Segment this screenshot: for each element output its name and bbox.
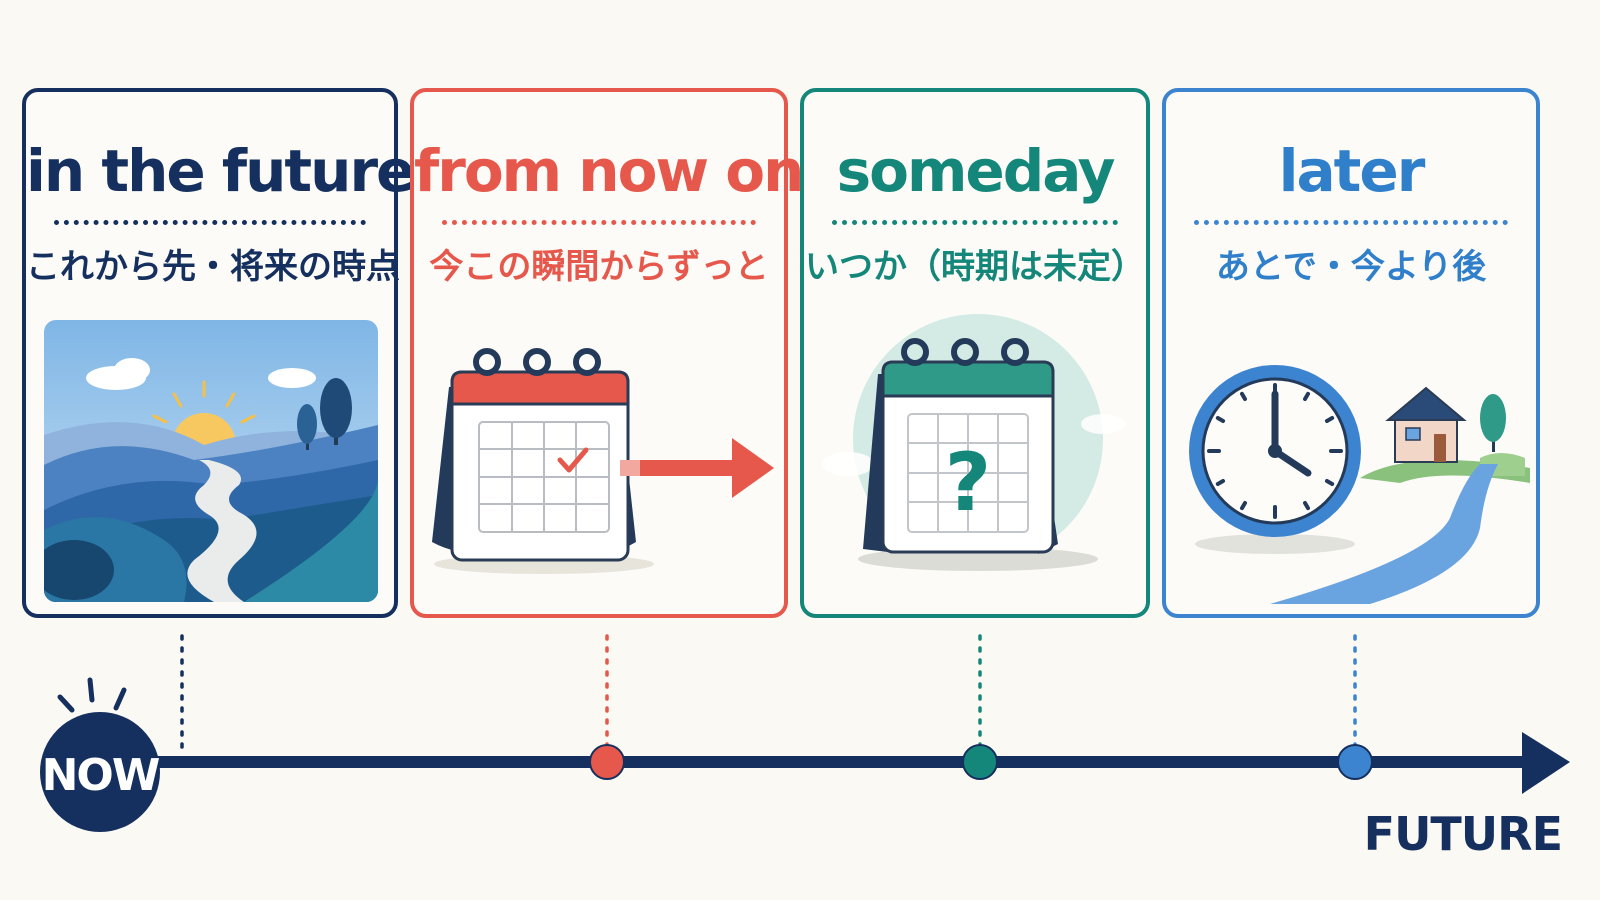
- clock-house-road-icon: [1189, 365, 1530, 604]
- card-title: in the future: [26, 137, 415, 205]
- card-subtitle: 今この瞬間からずっと: [429, 247, 769, 287]
- card-from-now-on: from now on 今この瞬間からずっと: [410, 88, 804, 618]
- clock-tick: [1240, 391, 1247, 402]
- dotted-divider: [442, 220, 756, 225]
- card-someday: someday いつか（時期は未定） ?: [800, 88, 1150, 618]
- calendar-question-icon: ?: [822, 314, 1125, 571]
- landscape-road-icon: [44, 320, 378, 602]
- card-subtitle: いつか（時期は未定）: [805, 247, 1145, 287]
- now-burst: [57, 677, 127, 713]
- clock-tick: [1324, 416, 1335, 423]
- marker-someday: [962, 744, 998, 780]
- now-circle: [40, 712, 160, 832]
- dotted-divider: [1194, 220, 1508, 225]
- clock-tick: [1240, 500, 1247, 511]
- svg-text:?: ?: [945, 436, 991, 529]
- clock-tick: [1303, 391, 1310, 402]
- card-later: later あとで・今より後: [1162, 88, 1540, 618]
- timeline-arrowhead: [1522, 732, 1570, 794]
- card-subtitle: これから先・将来の時点: [26, 247, 400, 287]
- dotted-divider: [54, 220, 366, 225]
- card-in-the-future: in the future これから先・将来の時点: [22, 88, 415, 618]
- card-subtitle: あとで・今より後: [1215, 247, 1487, 287]
- calendar-check-arrow-icon: [432, 348, 774, 574]
- now-label: NOW: [42, 750, 160, 801]
- card-title: someday: [836, 137, 1116, 205]
- marker-later: [1337, 744, 1373, 780]
- card-title: later: [1278, 137, 1426, 205]
- clock-tick: [1324, 479, 1335, 486]
- clock-tick: [1303, 500, 1310, 511]
- card-title: from now on: [414, 137, 804, 205]
- marker-from-now-on: [589, 744, 625, 780]
- future-label: FUTURE: [1364, 807, 1562, 861]
- dotted-divider: [832, 220, 1118, 225]
- clock-tick: [1215, 416, 1226, 423]
- clock-tick: [1215, 479, 1226, 486]
